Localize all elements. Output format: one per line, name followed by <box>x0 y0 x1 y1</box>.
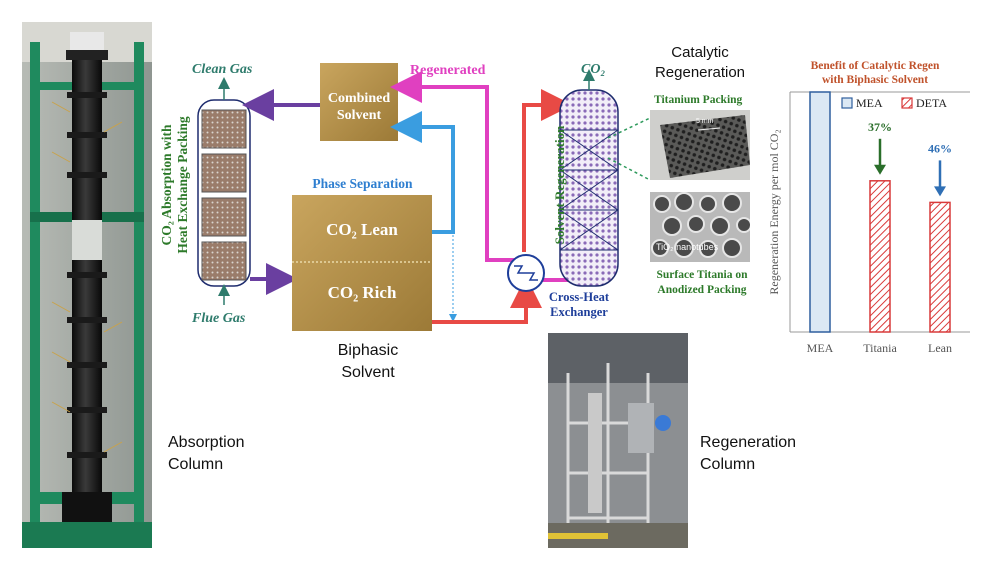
solvent-regeneration-text: Solvent Regeneration <box>552 125 567 245</box>
tio2-nanotube-illustration <box>650 192 750 262</box>
biphasic-caption-line2: Solvent <box>341 364 395 381</box>
legend-label-mea: MEA <box>856 96 883 110</box>
exchanger-zigzag <box>514 265 538 281</box>
bar-mea-mea <box>809 91 831 333</box>
regeneration-column-photo <box>548 333 688 548</box>
rich-to-exchanger-arrow <box>432 276 542 324</box>
co2-lean-label: CO₂ Lean <box>326 220 398 239</box>
flue-gas-label: Flue Gas <box>192 311 246 326</box>
legend-label-deta: DETA <box>916 96 947 110</box>
surface-titania-label: Surface Titania on Anodized Packing <box>644 268 760 298</box>
phase-separation-title: Phase Separation <box>312 176 413 191</box>
chart-title: Benefit of Catalytic Regen with Biphasic… <box>790 59 960 87</box>
legend-swatch-deta <box>901 97 913 109</box>
annotation-titania: 37% <box>868 120 892 134</box>
exchanger-to-regenerator-arrow <box>522 89 573 252</box>
regen-energy-chart: Regeneration Energy per mol CO₂ MEA Titani… <box>767 91 970 355</box>
catalytic-regeneration-title: Catalytic Regeneration <box>640 43 760 83</box>
cross-heat-label: Cross-Heat Exchanger <box>534 290 624 320</box>
surface-line2: Anodized Packing <box>657 284 747 296</box>
catalytic-title-line1: Catalytic <box>671 44 729 61</box>
regenerated-label: Regenerated <box>410 63 486 78</box>
cross-heat-line1: Cross-Heat <box>548 290 610 304</box>
process-flow-diagram <box>197 63 650 331</box>
x-tick-label-lean: Lean <box>928 341 952 355</box>
absorber-vertical-line2: Heat Exchange Packing <box>175 116 190 254</box>
absorption-caption: Absorption Column <box>168 432 245 476</box>
titanium-packing-illustration <box>650 110 750 180</box>
surface-line1: Surface Titania on <box>656 269 748 281</box>
chart-title-line2: with Biphasic Solvent <box>821 74 929 86</box>
biphasic-caption-line1: Biphasic <box>337 342 399 359</box>
absorption-column-photo <box>22 22 152 548</box>
absorber-vertical-line1: CO₂ Absorption with <box>159 124 174 246</box>
absorption-column-illustration <box>22 22 152 548</box>
annotation-arrow-head-lean <box>934 186 946 197</box>
annotation-arrow-head-titania <box>874 164 886 175</box>
regeneration-caption: Regeneration Column <box>700 432 796 476</box>
co2-out-label: CO₂ <box>581 62 606 77</box>
co2-rich-label: CO₂ Rich <box>327 283 397 302</box>
legend-swatch-mea <box>841 97 853 109</box>
combined-solvent-box <box>320 63 398 141</box>
chart-title-line1: Benefit of Catalytic Regen <box>810 60 940 72</box>
lean-return-arrow <box>390 111 455 234</box>
absorption-caption-line2: Column <box>168 456 224 473</box>
absorption-caption-line1: Absorption <box>168 434 245 451</box>
regenerated-flow-arrow <box>390 71 515 262</box>
regeneration-column-illustration <box>548 333 688 548</box>
tio2-nanotubes-label: TiO₂ nanotubes <box>656 242 719 252</box>
tio2-nanotube-photo: TiO₂ nanotubes <box>650 192 750 262</box>
combined-solvent-line1: Combined <box>327 91 391 106</box>
solvent-regeneration-vertical: Solvent Regeneration <box>545 110 575 260</box>
combined-solvent-line2: Solvent <box>336 108 382 123</box>
bar-deta-lean <box>929 201 951 333</box>
biphasic-caption: Biphasic Solvent <box>318 340 418 384</box>
titanium-packing-label: Titanium Packing <box>654 94 743 106</box>
annotation-lean: 46% <box>928 141 952 155</box>
x-tick-label-titania: Titania <box>863 341 897 355</box>
clean-gas-label: Clean Gas <box>192 62 253 77</box>
regeneration-caption-line1: Regeneration <box>700 434 797 451</box>
cross-heat-line2: Exchanger <box>550 305 608 319</box>
x-tick-label-mea: MEA <box>807 341 834 355</box>
absorber-packing-modules <box>201 109 247 281</box>
regeneration-caption-line2: Column <box>700 456 756 473</box>
scale-bar-label: 5 mm <box>696 118 714 125</box>
combined-solvent-label: Combined Solvent <box>320 90 398 124</box>
inset-connector-lines <box>607 117 650 181</box>
catalytic-title-line2: Regeneration <box>654 64 746 81</box>
phase-separation-box <box>292 195 432 331</box>
regeneration-packing-beds <box>559 129 619 251</box>
bar-deta-titania <box>869 180 891 333</box>
titanium-packing-photo: 5 mm <box>650 110 750 180</box>
y-axis-label: Regeneration Energy per mol CO₂ <box>767 129 781 294</box>
absorber-vertical-label: CO₂ Absorption with Heat Exchange Packin… <box>150 110 200 260</box>
